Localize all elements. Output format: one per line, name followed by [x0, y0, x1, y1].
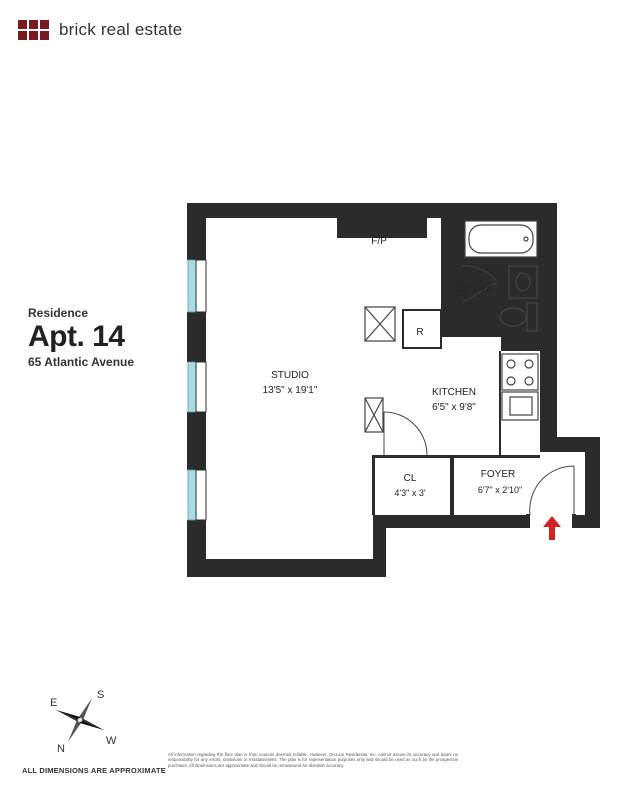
bath-wall [441, 218, 462, 337]
fireplace-label: F/P [371, 236, 387, 247]
kitchen-sink [501, 391, 539, 421]
compass-n: N [57, 743, 65, 755]
chase-1 [364, 306, 396, 342]
compass-w: W [106, 735, 117, 747]
refrigerator [402, 309, 442, 349]
brand-logo: brick real estate [18, 20, 182, 40]
logo-mark-icon [18, 20, 49, 40]
foyer-label: FOYER [481, 469, 515, 480]
compass-rose-icon: E S N W [50, 689, 117, 755]
brand-name: brick real estate [59, 20, 183, 39]
unit-number: Apt. 14 [28, 320, 125, 353]
interior-partitions [372, 455, 540, 515]
closet-label: CL [404, 473, 417, 484]
closet-dims: 4'3" x 3' [394, 488, 425, 498]
windows [187, 259, 207, 521]
refrigerator-label: R [416, 327, 423, 338]
compass-s: S [97, 689, 104, 701]
entry-door [529, 465, 575, 516]
listing-info: Residence Apt. 14 65 Atlantic Avenue [28, 306, 134, 369]
entry-arrow-icon [543, 516, 561, 540]
address: 65 Atlantic Avenue [28, 355, 135, 369]
disclaimer: All information regarding the floor plan… [168, 752, 458, 768]
foyer-dims: 6'7" x 2'10" [478, 485, 522, 495]
studio-dims: 13'5" x 19'1" [263, 385, 318, 396]
bath-door [461, 265, 498, 304]
stove [501, 353, 539, 391]
toilet [499, 302, 538, 332]
closet-door [383, 411, 428, 456]
window-1 [187, 259, 197, 313]
chase-2 [364, 397, 384, 433]
compass-e: E [50, 697, 57, 709]
studio-label: STUDIO [271, 370, 309, 381]
exterior-walls [187, 203, 600, 577]
bathtub [464, 220, 538, 258]
bath-dims: 4'2" x 6'4" [455, 284, 494, 294]
window-2 [187, 361, 197, 413]
kitchen-label: KITCHEN [432, 387, 476, 398]
window-3 [187, 469, 197, 521]
kitchen-dims: 6'5" x 9'8" [432, 402, 476, 413]
bath-sink [508, 265, 538, 299]
residence-label: Residence [28, 306, 89, 320]
dimensions-note: ALL DIMENSIONS ARE APPROXIMATE [22, 766, 166, 775]
